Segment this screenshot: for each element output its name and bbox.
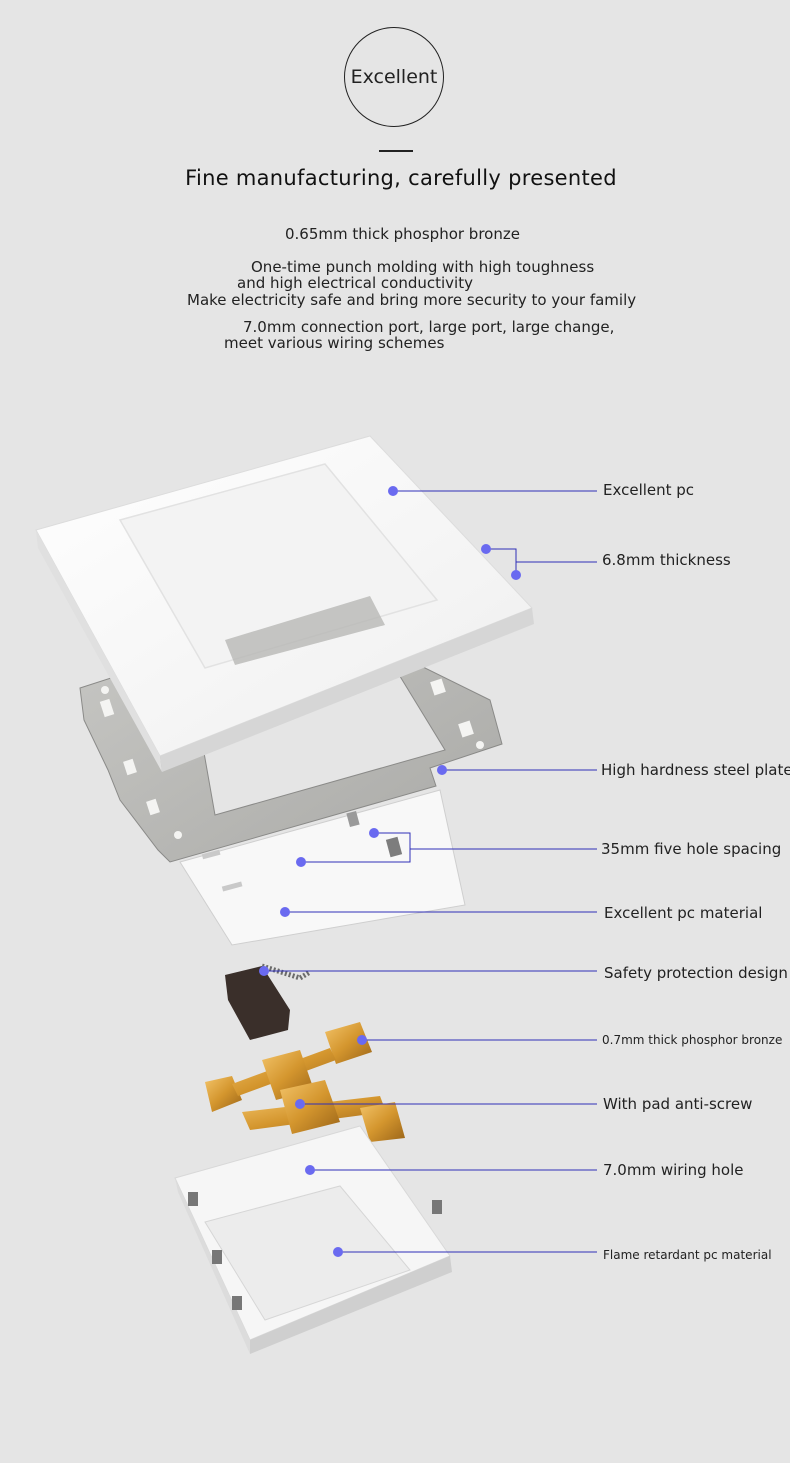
page-title: Fine manufacturing, carefully presented xyxy=(185,166,617,190)
socket-face-plate xyxy=(179,789,466,946)
callout-steel-plate: High hardness steel plate xyxy=(601,761,790,779)
safety-shutter xyxy=(225,963,312,1040)
intro-line-3: and high electrical conductivity xyxy=(237,274,473,292)
callout-phosphor-bronze: 0.7mm thick phosphor bronze xyxy=(602,1033,783,1047)
callout-excellent-pc: Excellent pc xyxy=(603,481,695,499)
intro-line-1: 0.65mm thick phosphor bronze xyxy=(285,225,520,243)
callout-anti-screw: With pad anti-screw xyxy=(603,1095,753,1113)
intro-line-2: One-time punch molding with high toughne… xyxy=(251,258,595,276)
callout-hole-spacing: 35mm five hole spacing xyxy=(601,840,782,858)
callout-safety-protection: Safety protection design xyxy=(604,964,788,982)
intro-line-6: meet various wiring schemes xyxy=(224,334,445,352)
callout-wiring-hole: 7.0mm wiring hole xyxy=(603,1161,744,1179)
callout-lines xyxy=(264,490,597,1253)
excellent-badge: Excellent xyxy=(344,27,444,127)
base-box xyxy=(174,1125,452,1354)
callout-flame-retardant: Flame retardant pc material xyxy=(603,1248,772,1262)
title-divider xyxy=(379,150,413,152)
intro-line-5: 7.0mm connection port, large port, large… xyxy=(243,318,615,336)
intro-line-4: Make electricity safe and bring more sec… xyxy=(187,291,637,309)
callout-dots xyxy=(259,486,521,1257)
callout-thickness: 6.8mm thickness xyxy=(602,551,731,569)
cover-frame xyxy=(35,435,534,772)
callout-pc-material: Excellent pc material xyxy=(604,904,763,922)
